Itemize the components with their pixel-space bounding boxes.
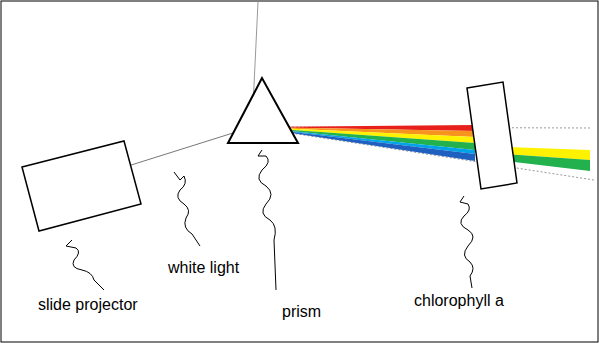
part-label: white light xyxy=(168,258,239,277)
part-label: slide projector xyxy=(38,295,138,314)
prism-shape xyxy=(228,78,298,143)
spectrum xyxy=(252,125,590,171)
projector-box xyxy=(22,141,141,231)
cuvette xyxy=(467,82,517,189)
dashed-ray xyxy=(252,127,594,180)
part-label: prism xyxy=(282,302,321,321)
part-label: chlorophyll a xyxy=(414,291,504,310)
leader-lines xyxy=(66,150,473,290)
